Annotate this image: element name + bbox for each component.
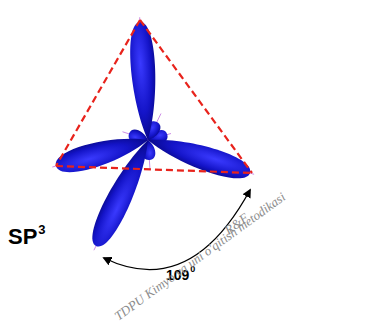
- major-lobe: [144, 128, 253, 184]
- tetrahedron-outline: [56, 20, 252, 173]
- angle-arc: [104, 190, 250, 270]
- tetrahedron-edge: [56, 166, 252, 173]
- watermark: R&F: [222, 211, 251, 237]
- major-lobe: [85, 135, 159, 252]
- tetrahedron-edge: [56, 20, 140, 166]
- watermark: TDPU Kimyo va uni o'qitish metodikasi: [112, 190, 288, 323]
- axis-lines: [52, 17, 254, 250]
- orbital-lobes: [53, 21, 254, 251]
- tetrahedron-edge: [140, 20, 252, 173]
- hybrid-superscript: 3: [38, 223, 45, 236]
- hybrid-label: SP: [8, 226, 37, 248]
